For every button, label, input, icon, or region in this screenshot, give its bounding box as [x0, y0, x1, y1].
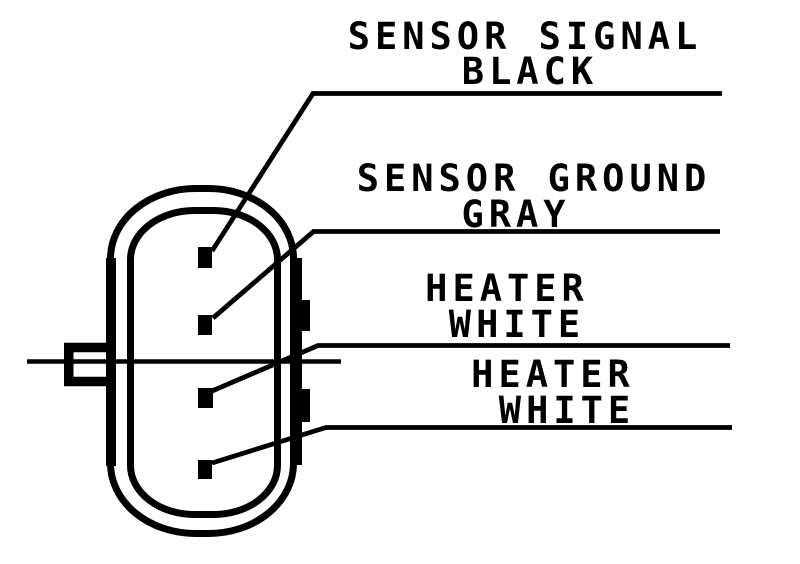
pin-1-terminal	[198, 247, 212, 268]
pin-1-wire-color-label: BLACK	[461, 50, 599, 93]
pin-2-wire-color-label: GRAY	[461, 193, 571, 236]
leader-line-pin-4	[211, 425, 732, 466]
pin-2-signal-label: SENSOR GROUND	[356, 157, 712, 200]
mounting-tab	[64, 342, 108, 387]
lock-clip-top	[302, 300, 310, 331]
pin-2-terminal	[198, 315, 212, 335]
lock-clip-bottom	[302, 389, 310, 422]
pin-3-terminal	[198, 388, 213, 408]
pin-3-signal-label: HEATER	[425, 267, 589, 310]
pin-4-signal-label: HEATER	[471, 353, 635, 396]
leader-line-pin-3	[211, 343, 730, 394]
leader-line-pin-2	[211, 229, 720, 320]
pin-4-wire-color-label: WHITE	[498, 389, 636, 432]
pin-3-wire-color-label: WHITE	[448, 303, 586, 346]
leader-line-pin-1	[209, 91, 722, 253]
pin-4-terminal	[198, 460, 212, 479]
pin-1-signal-label: SENSOR SIGNAL	[347, 15, 703, 58]
